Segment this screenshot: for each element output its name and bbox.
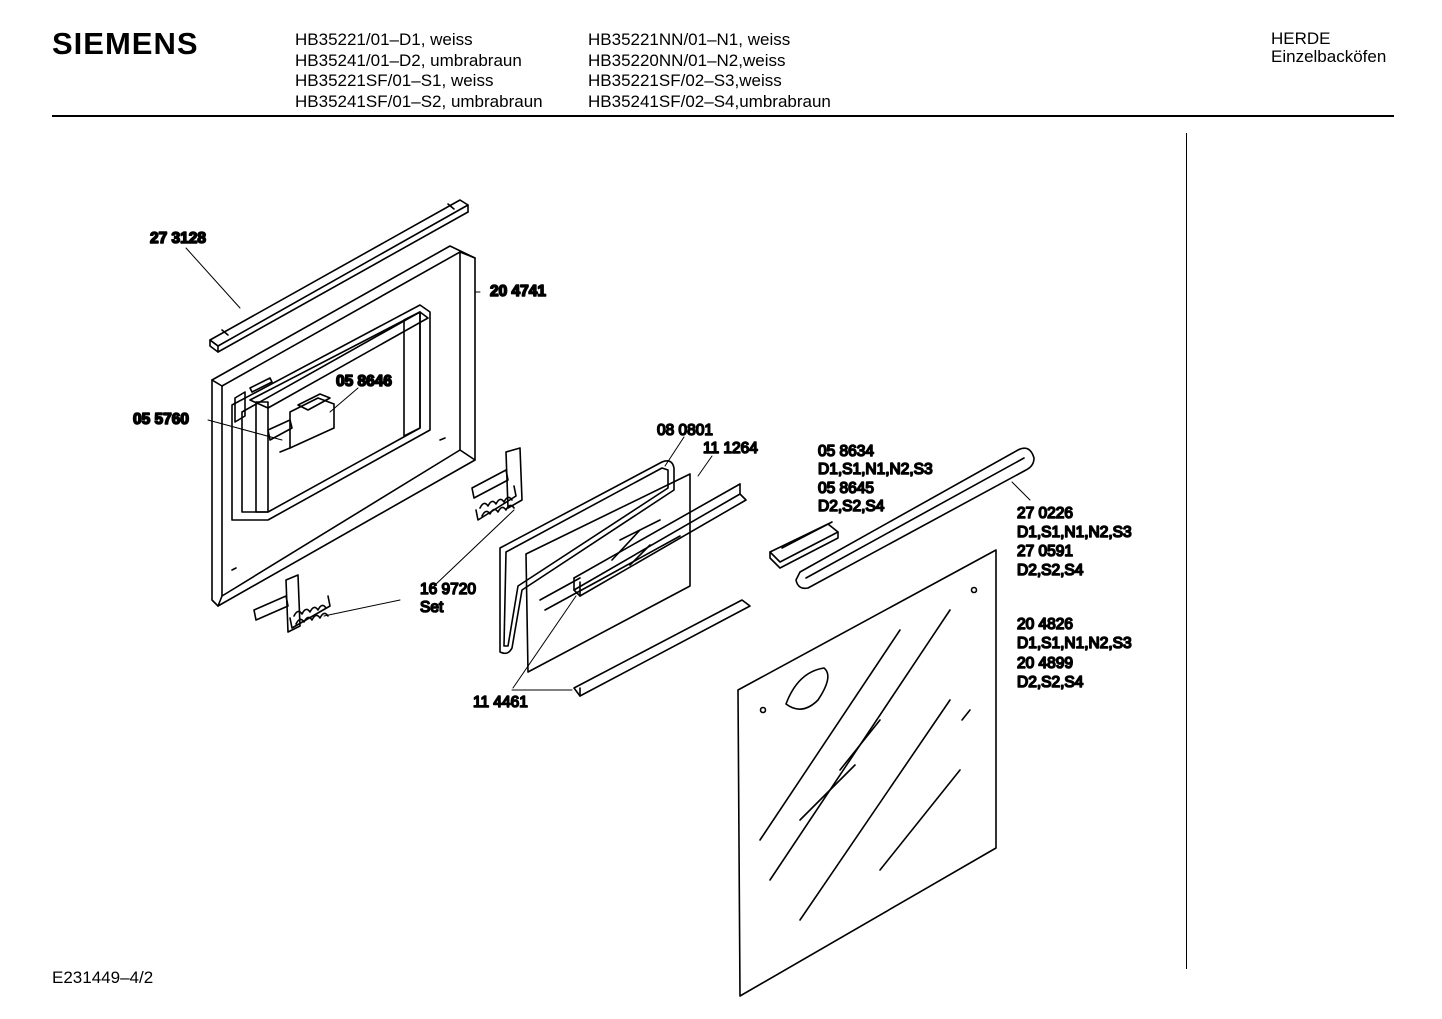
part-hinge-lower (253, 574, 331, 633)
model-list-right: HB35221NN/01–N1, weiss HB35220NN/01–N2,w… (588, 30, 831, 112)
label-169720-set: Set (420, 599, 444, 616)
document-code: E231449–4/2 (52, 968, 154, 987)
part-glass-rail-lower (573, 599, 751, 697)
label-058645: 05 8645 (818, 480, 874, 497)
label-114461: 11 4461 (473, 694, 528, 711)
label-055760: 05 5760 (133, 411, 189, 428)
label-204826: 20 4826 (1017, 616, 1073, 633)
part-glass-rail-upper (573, 483, 747, 597)
label-270226: 27 0226 (1017, 505, 1073, 522)
label-270591-variants: D2,S2,S4 (1017, 562, 1084, 579)
part-hinge-upper (471, 447, 523, 521)
category-subtitle: Einzelbacköfen (1271, 47, 1387, 66)
label-270591: 27 0591 (1017, 543, 1073, 560)
part-latch (267, 393, 335, 453)
label-204741: 20 4741 (490, 283, 546, 300)
label-273128: 27 3128 (150, 230, 206, 247)
model-item: HB35241/01–D2, umbrabraun (295, 50, 522, 70)
label-058645-variants: D2,S2,S4 (818, 498, 885, 515)
model-item: HB35241SF/01–S2, umbrabraun (295, 91, 543, 111)
category-title: HERDE (1271, 29, 1331, 48)
label-204899: 20 4899 (1017, 655, 1073, 672)
part-handle-bar (795, 447, 1035, 590)
leader-lines (185, 247, 1031, 691)
vertical-divider (1186, 133, 1187, 969)
model-item: HB35221SF/01–S1, weiss (295, 71, 494, 90)
brand-logo: SIEMENS (52, 26, 199, 61)
part-outer-glass (737, 549, 997, 997)
part-door-seal (499, 460, 675, 655)
label-058634: 05 8634 (818, 443, 874, 460)
part-handle-clip (769, 521, 839, 569)
model-item: HB35220NN/01–N2,weiss (588, 50, 786, 70)
label-058634-variants: D1,S1,N1,N2,S3 (818, 461, 933, 478)
label-058646: 05 8646 (336, 373, 392, 390)
part-inner-frame (211, 245, 476, 607)
model-item: HB35241SF/02–S4,umbrabraun (588, 91, 831, 111)
label-169720: 16 9720 (420, 581, 476, 598)
category-block: HERDE Einzelbacköfen (1271, 30, 1386, 66)
part-top-strip (209, 199, 469, 353)
model-list-left: HB35221/01–D1, weiss HB35241/01–D2, umbr… (295, 30, 543, 112)
header-divider (52, 115, 1394, 117)
label-080801: 08 0801 (657, 422, 713, 439)
model-item: HB35221SF/02–S3,weiss (588, 71, 782, 90)
part-inner-glass (525, 473, 691, 673)
label-204826-variants: D1,S1,N1,N2,S3 (1017, 635, 1132, 652)
label-204899-variants: D2,S2,S4 (1017, 674, 1084, 691)
label-111264: 11 1264 (703, 440, 758, 457)
label-270226-variants: D1,S1,N1,N2,S3 (1017, 524, 1132, 541)
model-item: HB35221NN/01–N1, weiss (588, 30, 791, 49)
model-item: HB35221/01–D1, weiss (295, 30, 473, 49)
